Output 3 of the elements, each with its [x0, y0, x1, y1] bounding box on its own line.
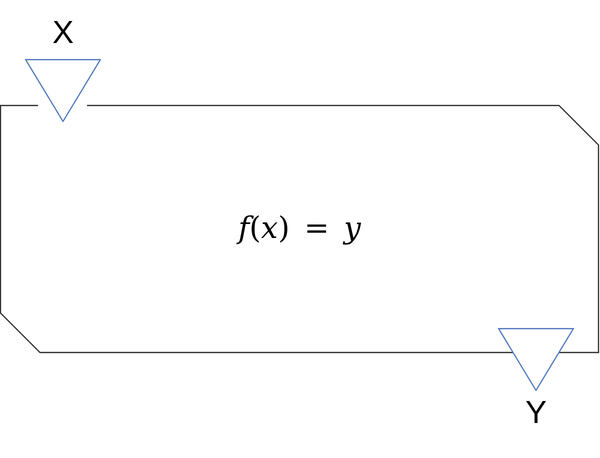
port-label: Y — [525, 394, 547, 430]
formula-text: f(x) = y — [238, 211, 361, 247]
port-label: X — [52, 14, 74, 50]
